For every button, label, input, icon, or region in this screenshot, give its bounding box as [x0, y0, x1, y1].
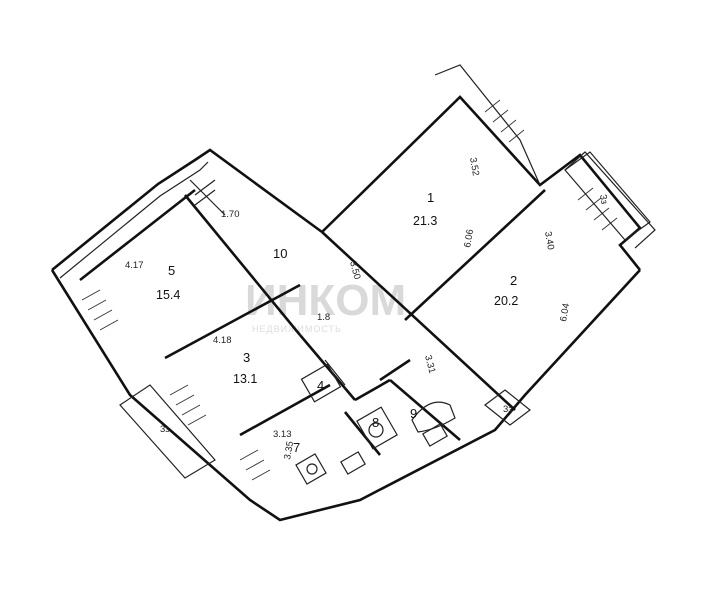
dim-r9-side: 3.31 [422, 354, 437, 375]
room-9-number: 9 [410, 406, 417, 421]
dim-r3-side: 4.18 [213, 335, 232, 346]
dimension-labels: 3.52 6.06 3.40 6.04 4.18 4.17 3.13 3.35 … [125, 157, 572, 461]
windows [81, 99, 618, 481]
room-labels: 1 21.3 2 20.2 3 13.1 4 5 15.4 7 8 9 10 [156, 190, 518, 455]
balcony-right-label: 3з [597, 194, 610, 205]
interior-walls [79, 179, 546, 485]
room-1-area: 21.3 [413, 214, 437, 228]
room-3-number: 3 [243, 350, 250, 365]
dim-r7-depth: 3.35 [282, 440, 296, 460]
dim-r5-side: 4.17 [125, 260, 144, 271]
room-10-number: 10 [273, 246, 287, 261]
outer-walls [50, 64, 656, 522]
dim-r8-small: 1.8 [317, 312, 330, 323]
room-2-number: 2 [510, 273, 517, 288]
dim-r2-long: 6.04 [558, 302, 572, 322]
room-3-area: 13.1 [233, 372, 257, 386]
dim-r2-side: 3.40 [542, 231, 556, 251]
room-1-number: 1 [427, 190, 434, 205]
dim-r1-long: 6.06 [462, 228, 476, 248]
balconies [119, 151, 651, 479]
balcony-left-label: 3з [160, 424, 170, 435]
room-2-area: 20.2 [494, 294, 518, 308]
balcony-bottom-label: 3з [503, 404, 513, 415]
dim-corridor: 3.50 [347, 260, 362, 281]
dim-r1-side: 3.52 [467, 157, 481, 177]
dim-r7-side: 3.13 [273, 429, 292, 440]
room-5-number: 5 [168, 263, 175, 278]
dim-hall-width: 1.70 [221, 209, 240, 220]
room-4-number: 4 [317, 378, 324, 393]
balcony-labels: 3з 3з 3з [160, 194, 610, 435]
room-5-area: 15.4 [156, 288, 180, 302]
room-8-number: 8 [372, 415, 379, 430]
room-7-number: 7 [293, 440, 300, 455]
